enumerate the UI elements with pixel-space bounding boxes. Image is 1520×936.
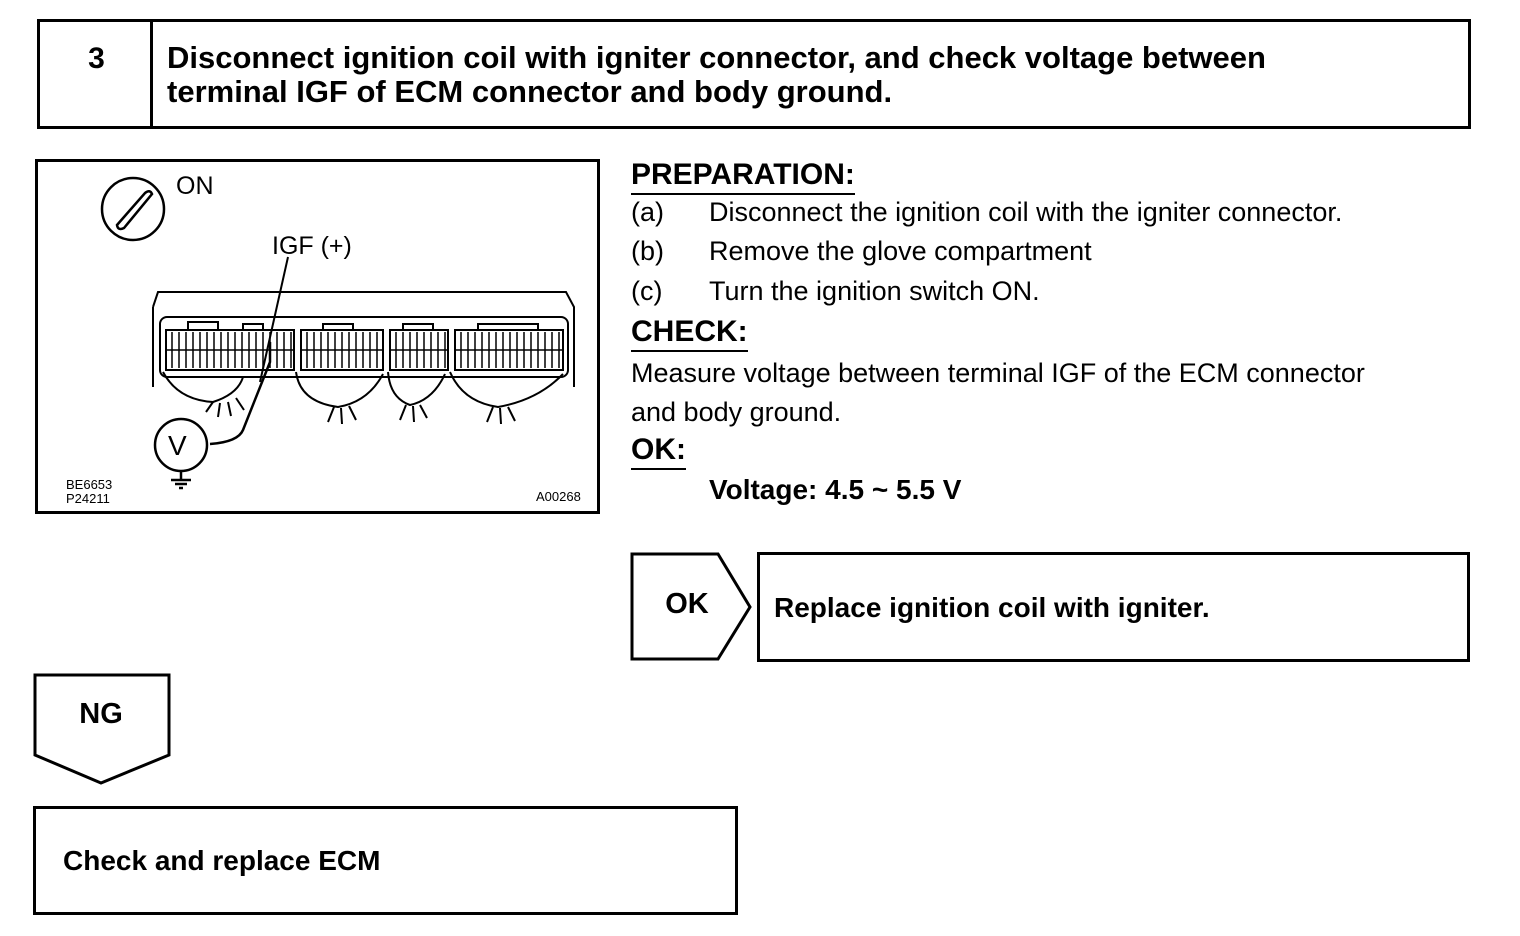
step-number-cell: 3 [40, 22, 153, 126]
voltmeter-icon [153, 417, 209, 490]
prep-step-a-text: Disconnect the ignition coil with the ig… [709, 197, 1343, 227]
ecm-connector-illustration [100, 176, 575, 490]
step-title: Disconnect ignition coil with igniter co… [167, 41, 1447, 109]
preparation-heading: PREPARATION: [631, 158, 855, 195]
connector-pins [166, 332, 563, 368]
prep-step-a-letter: (a) [631, 197, 664, 227]
check-description: Measure voltage between terminal IGF of … [631, 354, 1365, 432]
ok-action-box: Replace ignition coil with igniter. [757, 552, 1470, 662]
check-line-1: Measure voltage between terminal IGF of … [631, 358, 1365, 388]
check-line-2: and body ground. [631, 397, 842, 427]
prep-step-c: (c) Turn the ignition switch ON. [631, 276, 1471, 310]
ng-arrow-tag [33, 673, 171, 785]
prep-step-c-letter: (c) [631, 276, 663, 306]
check-section: CHECK: [631, 315, 748, 352]
ng-action-box: Check and replace ECM [33, 806, 738, 915]
figure-code-right: A00268 [536, 489, 581, 504]
ng-action-text: Check and replace ECM [63, 845, 381, 876]
step-header: 3 Disconnect ignition coil with igniter … [37, 19, 1471, 129]
prep-step-a: (a) Disconnect the ignition coil with th… [631, 197, 1471, 231]
figure-code-left: BE6653 P24211 [66, 478, 112, 506]
ok-arrow-tag [630, 552, 752, 661]
prep-step-c-text: Turn the ignition switch ON. [709, 276, 1040, 306]
figure-code-1: BE6653 [66, 477, 113, 492]
step-number: 3 [88, 42, 105, 75]
preparation-section: PREPARATION: [631, 158, 855, 195]
ng-tag-label: NG [79, 698, 123, 730]
wire-harnesses [162, 371, 564, 425]
step-title-line-2: terminal IGF of ECM connector and body g… [167, 74, 893, 109]
voltmeter-symbol: V [168, 430, 187, 461]
ok-tag-label: OK [665, 588, 709, 620]
test-lead [209, 342, 272, 446]
prep-step-b-text: Remove the glove compartment [709, 236, 1092, 266]
prep-step-b-letter: (b) [631, 236, 664, 266]
ok-spec-heading: OK: [631, 433, 686, 470]
voltage-spec: Voltage: 4.5 ~ 5.5 V [709, 474, 962, 505]
igf-terminal-label: IGF (+) [272, 232, 352, 260]
ok-spec-section: OK: [631, 433, 686, 470]
ok-action-text: Replace ignition coil with igniter. [774, 592, 1210, 623]
prep-step-b: (b) Remove the glove compartment [631, 236, 1471, 270]
check-heading: CHECK: [631, 315, 748, 352]
ecm-connector-diagram: ON IGF (+) V BE6653 P24211 A00268 [35, 159, 600, 514]
figure-code-2: P24211 [66, 491, 110, 506]
ignition-switch-icon [100, 176, 166, 242]
step-title-line-1: Disconnect ignition coil with igniter co… [167, 40, 1266, 75]
igf-leader-line [259, 256, 289, 383]
switch-on-label: ON [176, 172, 214, 200]
